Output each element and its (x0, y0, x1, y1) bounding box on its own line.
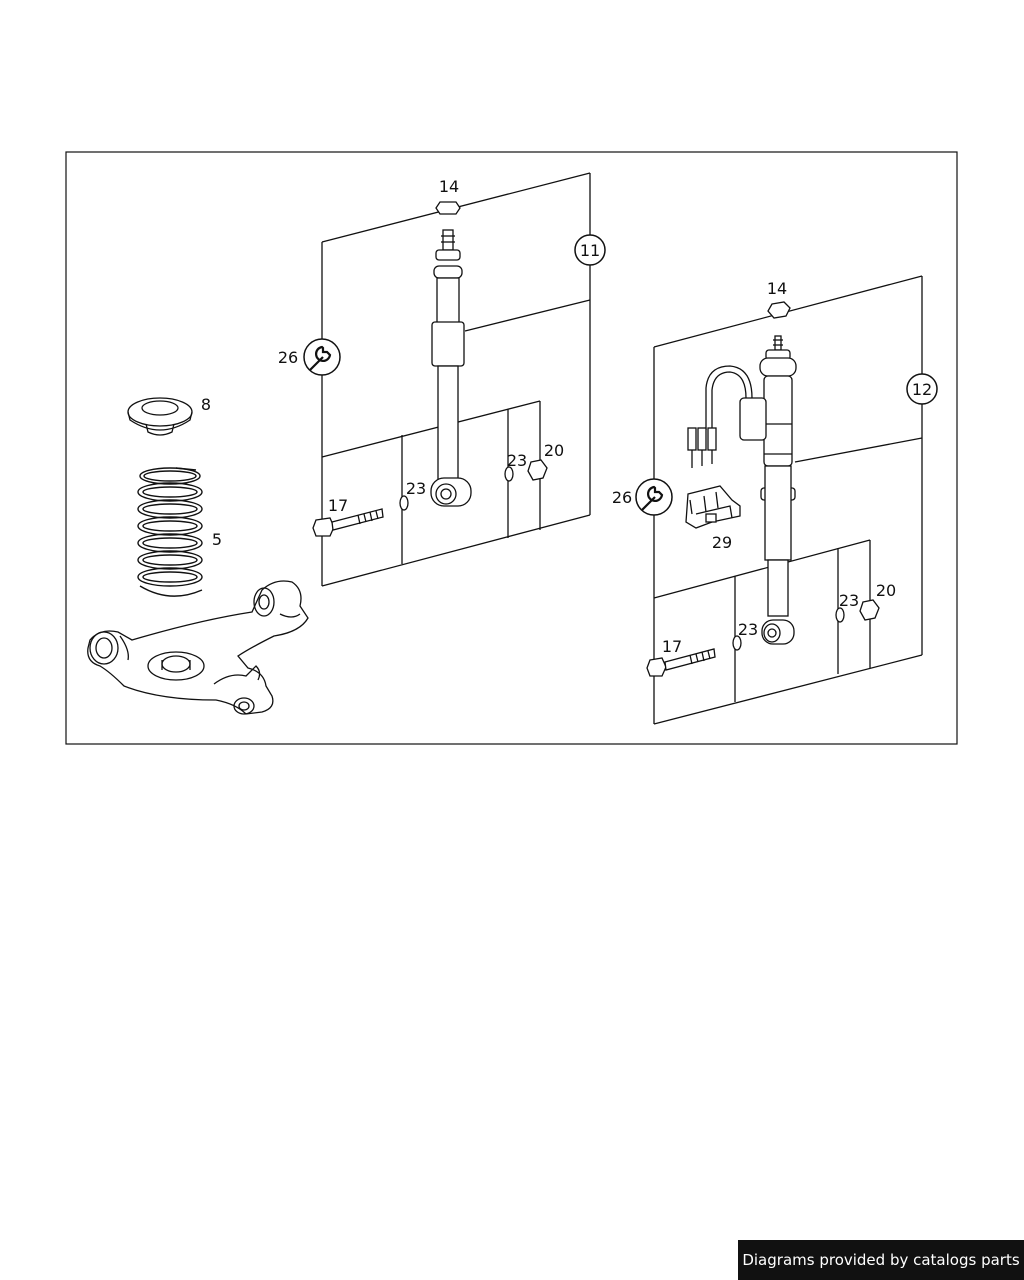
label-right-nut-bottom: 20 (876, 581, 896, 600)
diagram-frame (65, 151, 958, 745)
right-bolt (646, 648, 716, 677)
left-top-nut (435, 201, 461, 215)
left-assembly-callout (574, 234, 606, 266)
label-spring-seat: 8 (201, 395, 211, 414)
label-right-washer-a: 23 (738, 620, 758, 639)
label-left-washer-a: 23 (406, 479, 426, 498)
label-right-nut-top: 14 (767, 279, 787, 298)
left-bolt (312, 508, 384, 537)
sensor-plugs (687, 427, 717, 468)
control-arm (87, 580, 309, 715)
label-left-washer-b: 23 (507, 451, 527, 470)
label-right-washer-b: 23 (839, 591, 859, 610)
right-top-nut (767, 301, 791, 319)
right-assembly-callout (906, 373, 938, 405)
footer-credit: Diagrams provided by catalogs parts (738, 1240, 1024, 1280)
right-shock-absorber (705, 335, 797, 645)
right-washer-b (835, 607, 845, 623)
coil-spring (137, 467, 203, 597)
spring-seat (127, 397, 193, 436)
left-shock-absorber (430, 229, 472, 507)
label-coil-spring: 5 (212, 530, 222, 549)
right-shock-group (635, 275, 923, 725)
label-right-bolt: 17 (662, 637, 682, 656)
label-right-tool: 26 (612, 488, 632, 507)
label-left-assembly: 11 (580, 241, 600, 260)
left-washer-b (504, 466, 514, 482)
label-left-bolt: 17 (328, 496, 348, 515)
label-left-nut-bottom: 20 (544, 441, 564, 460)
label-left-nut-top: 14 (439, 177, 459, 196)
left-wrench-icon (303, 338, 341, 376)
label-right-assembly: 12 (912, 380, 932, 399)
left-shock-group (303, 172, 591, 587)
right-bottom-nut (859, 599, 880, 621)
connector-bracket (685, 485, 741, 529)
right-washer-a (732, 635, 742, 651)
left-bottom-nut (527, 459, 548, 481)
label-connector: 29 (712, 533, 732, 552)
left-washer-a (399, 495, 409, 511)
label-left-tool: 26 (278, 348, 298, 367)
right-wrench-icon (635, 478, 673, 516)
